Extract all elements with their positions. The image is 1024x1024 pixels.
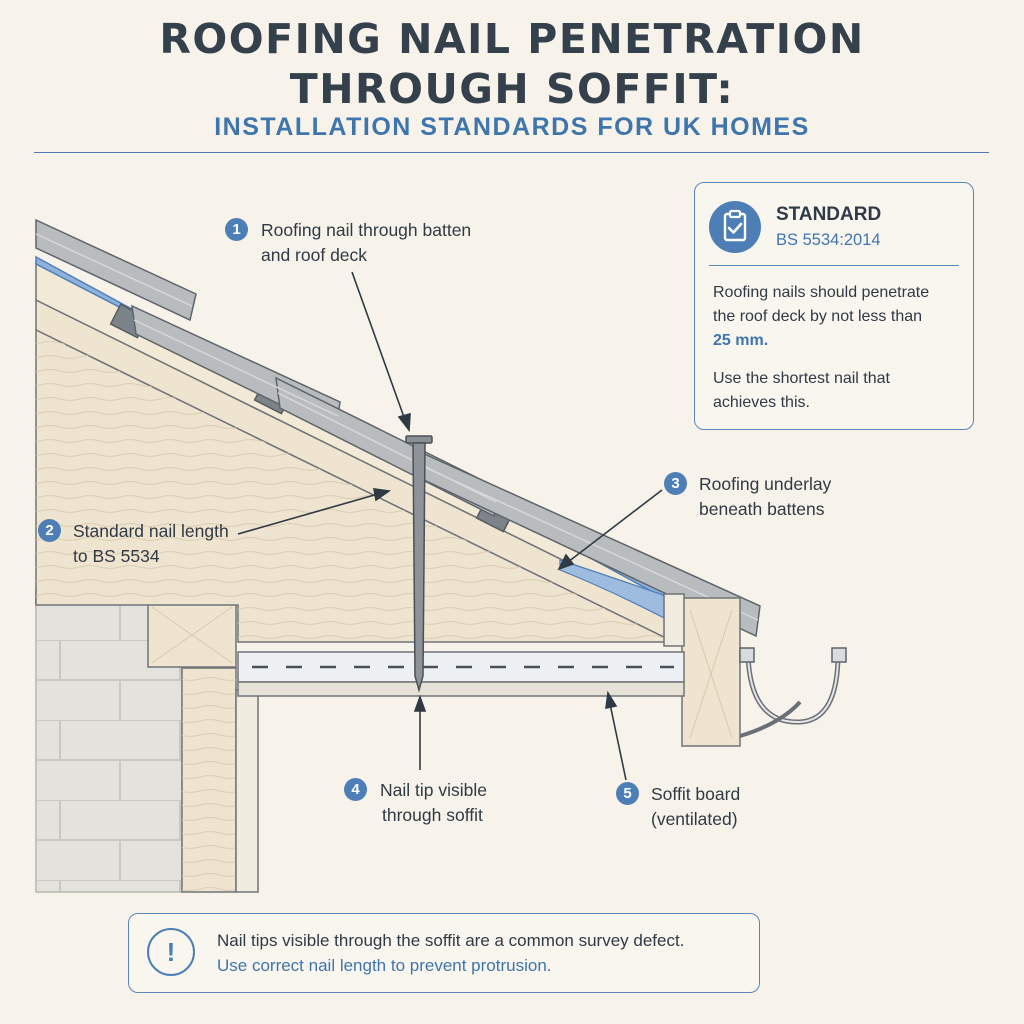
alert-line-2: Use correct nail length to prevent protr… — [217, 956, 552, 975]
standard-highlight: 25 mm. — [713, 332, 769, 349]
soffit-board — [237, 651, 685, 697]
callout-2: 2 Standard nail length to BS 5534 — [38, 519, 229, 569]
callout-4: 4 Nail tip visible through soffit — [344, 778, 487, 828]
callout-3-line-1: Roofing underlay — [699, 474, 832, 494]
standard-body-line-2: the roof deck by not less than — [713, 308, 923, 325]
callout-2-line-2: to BS 5534 — [73, 546, 160, 566]
standard-body: Roofing nails should penetrate the roof … — [713, 281, 963, 415]
clipboard-check-icon — [709, 201, 761, 253]
callout-1-line-2: and roof deck — [261, 245, 368, 265]
standard-info-box: STANDARD BS 5534:2014 Roofing nails shou… — [694, 182, 974, 430]
standard-body-line-4: achieves this. — [713, 394, 810, 411]
standard-body-line-1: Roofing nails should penetrate — [713, 284, 930, 301]
callout-1-line-1: Roofing nail through batten — [261, 220, 472, 240]
standard-heading: STANDARD — [776, 204, 882, 225]
standard-body-line-3: Use the shortest nail that — [713, 370, 890, 387]
gutter — [739, 647, 847, 738]
header-divider — [34, 152, 989, 153]
title-line-1: ROOFING NAIL PENETRATION — [159, 15, 865, 63]
standard-divider — [709, 265, 959, 266]
callout-1: 1 Roofing nail through batten and roof d… — [225, 218, 471, 268]
callout-4-number: 4 — [344, 778, 367, 801]
page-subtitle: INSTALLATION STANDARDS FOR UK HOMES — [214, 113, 810, 141]
rafter — [35, 298, 675, 644]
alert-line-1: Nail tips visible through the soffit are… — [217, 931, 685, 950]
page-title: ROOFING NAIL PENETRATION THROUGH SOFFIT: — [0, 14, 1024, 114]
title-line-2: THROUGH SOFFIT: — [289, 65, 735, 113]
callout-5: 5 Soffit board (ventilated) — [616, 782, 740, 832]
callout-leader-lines — [237, 271, 663, 781]
callout-2-line-1: Standard nail length — [73, 521, 229, 541]
standard-code: BS 5534:2014 — [776, 231, 881, 249]
exclamation-icon: ! — [147, 928, 195, 976]
callout-5-line-2: (ventilated) — [651, 809, 738, 829]
defect-alert-box: ! Nail tips visible through the soffit a… — [128, 913, 760, 993]
callout-2-number: 2 — [38, 519, 61, 542]
callout-3-line-2: beneath battens — [699, 499, 825, 519]
callout-3-number: 3 — [664, 472, 687, 495]
callout-5-line-1: Soffit board — [651, 784, 741, 804]
fascia-board — [663, 593, 741, 747]
callout-3: 3 Roofing underlay beneath battens — [664, 472, 831, 522]
callout-5-number: 5 — [616, 782, 639, 805]
callout-4-line-2: through soffit — [382, 805, 483, 825]
callout-1-number: 1 — [225, 218, 248, 241]
roofing-nail — [405, 435, 433, 693]
roof-tiles — [35, 218, 761, 638]
callout-4-line-1: Nail tip visible — [380, 780, 487, 800]
